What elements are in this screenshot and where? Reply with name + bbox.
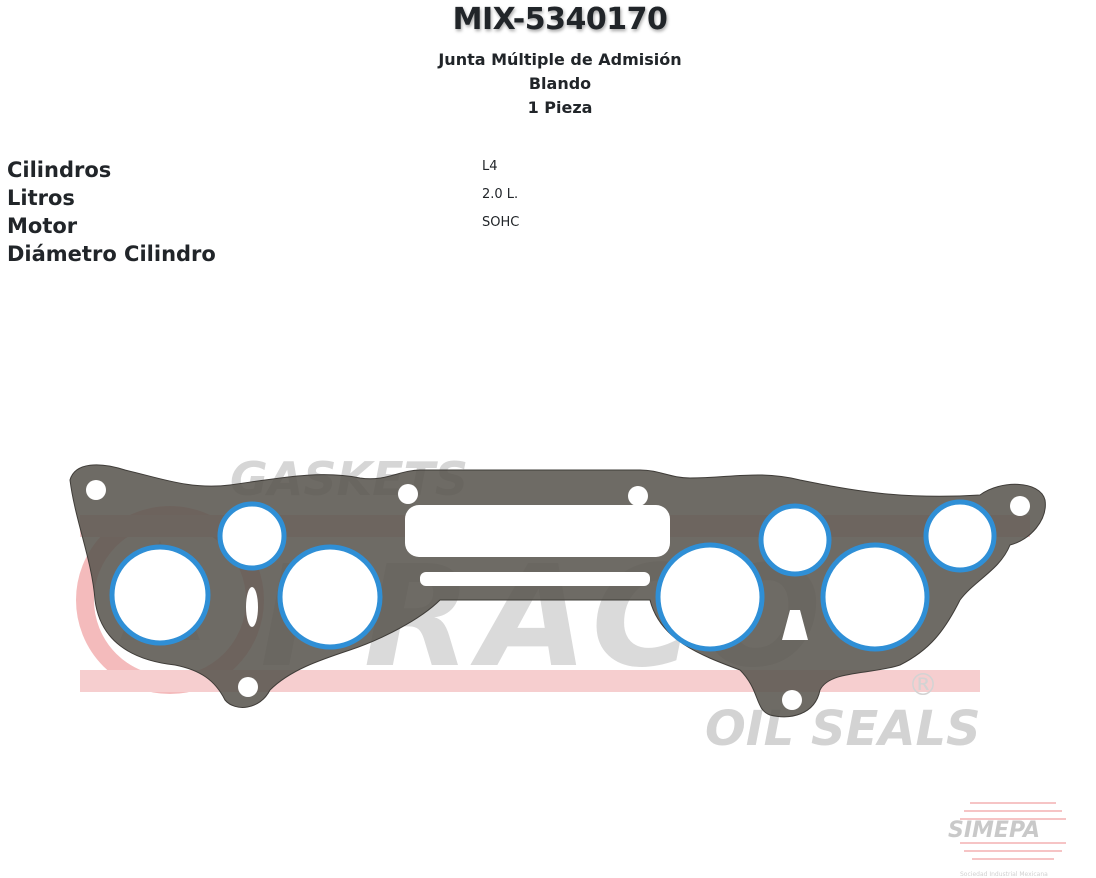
simepa-logo: SIMEPA Sociedad Industrial Mexicana bbox=[948, 802, 1066, 878]
spec-value-litros: 2.0 L. bbox=[482, 187, 519, 202]
spec-label-litros: Litros bbox=[7, 186, 75, 210]
spec-label-diametro: Diámetro Cilindro bbox=[7, 242, 216, 266]
description-line: 1 Pieza bbox=[527, 98, 593, 117]
svg-text:®: ® bbox=[908, 668, 938, 703]
description-line: Junta Múltiple de Admisión bbox=[438, 50, 682, 69]
gasket-product-image: GASKETS FRACO OIL SEALS ® bbox=[69, 452, 1046, 757]
svg-text:Sociedad Industrial Mexicana: Sociedad Industrial Mexicana bbox=[960, 871, 1048, 878]
spec-value-cilindros: L4 bbox=[482, 159, 498, 174]
description-line: Blando bbox=[528, 74, 592, 93]
gasket-ports bbox=[86, 480, 1030, 710]
svg-text:OIL SEALS: OIL SEALS bbox=[705, 701, 981, 757]
spec-label-cilindros: Cilindros bbox=[7, 158, 112, 182]
svg-text:SIMEPA: SIMEPA bbox=[948, 818, 1040, 843]
product-description: Junta Múltiple de Admisión Blando 1 Piez… bbox=[0, 48, 1096, 120]
spec-label-motor: Motor bbox=[7, 214, 78, 238]
part-number-title: MIX-5340170 bbox=[452, 2, 668, 37]
spec-value-motor: SOHC bbox=[482, 215, 520, 230]
